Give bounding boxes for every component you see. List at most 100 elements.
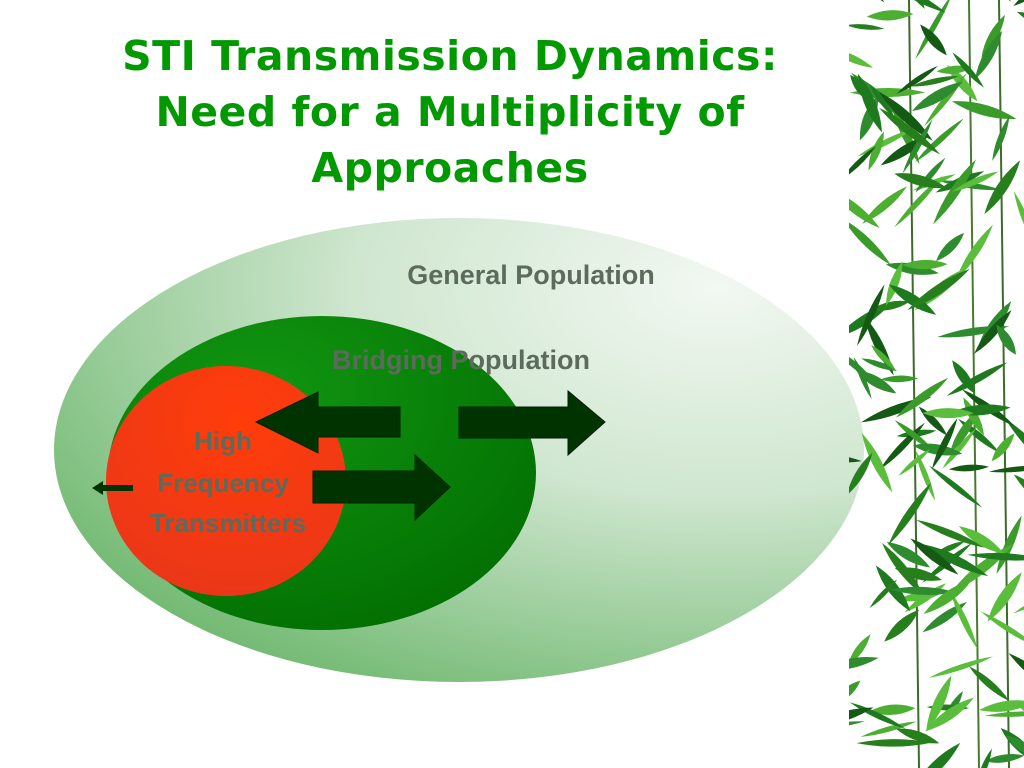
high-frequency-label-line-3: Transmitters (150, 508, 306, 538)
bamboo-leaf (1013, 474, 1024, 512)
bamboo-leaf (975, 748, 992, 768)
bamboo-leaf (907, 268, 970, 310)
bamboo-leaf (849, 188, 880, 229)
bamboo-leaf (849, 452, 873, 496)
bamboo-leaves-border (849, 0, 1024, 768)
bamboo-leaf (946, 362, 1008, 396)
bamboo-leaf (898, 449, 931, 476)
bamboo-leaf (976, 0, 1011, 2)
bamboo-leaf (849, 680, 861, 705)
slide-title-line-1: STI Transmission Dynamics: (122, 32, 778, 80)
bamboo-leaf (952, 52, 984, 88)
bamboo-leaf (947, 65, 978, 102)
bamboo-leaf (1017, 11, 1024, 34)
bamboo-leaf (1013, 191, 1024, 251)
bamboo-leaf (936, 232, 965, 262)
bamboo-leaf (902, 259, 948, 270)
bamboo-leaf (1013, 0, 1024, 6)
arrow-high-frequency-outward (92, 481, 133, 495)
bamboo-leaf (894, 567, 943, 581)
high-frequency-label-line-2: Frequency (157, 468, 289, 498)
bamboo-leaf (933, 159, 976, 225)
bamboo-leaf (928, 656, 993, 678)
bamboo-leaf (923, 579, 973, 615)
bamboo-leaf (987, 572, 1022, 622)
bamboo-leaf (910, 538, 959, 575)
bamboo-leaf (856, 739, 932, 747)
bamboo-leaf (931, 418, 958, 470)
bamboo-leaf (861, 432, 893, 493)
bamboo-leaf (849, 634, 871, 666)
bamboo-leaf (967, 552, 1024, 561)
bamboo-leaf (888, 284, 937, 315)
bamboo-leaf (925, 697, 974, 732)
bamboo-leaf (862, 186, 908, 224)
bamboo-leaf (902, 119, 933, 174)
bamboo-leaf (871, 344, 896, 371)
bamboo-leaf (866, 10, 914, 21)
bamboo-leaf (849, 218, 891, 266)
bamboo-leaf (949, 410, 978, 454)
bamboo-leaf (980, 611, 1024, 647)
bridging-population-label: Bridging Population (332, 345, 590, 375)
bamboo-leaf (849, 702, 906, 729)
bamboo-leaf (895, 377, 949, 418)
bamboo-leaf (912, 443, 963, 456)
bamboo-leaf (955, 224, 994, 280)
bamboo-leaf (855, 370, 897, 394)
bamboo-leaf (915, 118, 964, 163)
bamboo-leaf (849, 721, 866, 732)
bamboo-leaf (849, 0, 885, 3)
bamboo-leaf (870, 300, 911, 311)
bamboo-leaf (996, 324, 1016, 355)
high-frequency-label-line-1: High (194, 426, 252, 456)
bamboo-leaf (886, 261, 903, 306)
bamboo-leaf (915, 449, 936, 501)
bamboo-leaf (958, 526, 1004, 554)
bamboo-leaf (988, 465, 1024, 473)
arrow-high-frequency-to-bridging (312, 453, 451, 522)
bamboo-leaf (981, 14, 1006, 58)
bamboo-leaf (928, 465, 983, 508)
bamboo-leaf (849, 24, 885, 30)
bamboo-leaf (849, 302, 892, 338)
bamboo-leaf (974, 309, 1012, 354)
bamboo-leaf (915, 519, 985, 548)
bamboo-leaf (991, 433, 1015, 462)
bamboo-leaf (868, 131, 884, 171)
bamboo-leaf (912, 81, 963, 112)
bamboo-leaf (880, 375, 918, 383)
bamboo-leaf (996, 515, 1022, 574)
bamboo-leaf (951, 101, 1017, 120)
bamboo-leaf (974, 30, 1003, 80)
bamboo-leaf (878, 107, 941, 155)
bamboo-leaf (895, 728, 940, 744)
bamboo-leaf (878, 91, 933, 141)
bamboo-leaf (984, 160, 1021, 215)
bamboo-leaf (888, 482, 932, 546)
bamboo-leaf (894, 173, 947, 189)
bamboo-leaf (1005, 418, 1024, 476)
bamboo-leaf (849, 657, 879, 670)
bamboo-leaf (894, 420, 934, 451)
bamboo-leaf (849, 707, 874, 729)
bamboo-leaf (1008, 653, 1024, 699)
bamboo-leaf (869, 704, 916, 715)
bamboo-leaf (894, 175, 943, 228)
bamboo-leaf (883, 0, 947, 13)
general-population-label: General Population (407, 260, 655, 290)
bamboo-leaf (849, 48, 874, 68)
bamboo-leaf (915, 0, 953, 60)
bamboo-leaf (920, 24, 947, 56)
bamboo-leaf (968, 666, 1010, 702)
bamboo-leaf (984, 754, 1024, 763)
bamboo-leaf (885, 262, 939, 275)
bamboo-leaf (857, 284, 885, 347)
slide-title-line-3: Approaches (311, 144, 589, 192)
slide-title-line-2: Need for a Multiplicity of (155, 88, 745, 136)
bamboo-leaf (952, 171, 999, 192)
bamboo-leaf (922, 408, 974, 419)
bamboo-leaf (923, 544, 989, 577)
